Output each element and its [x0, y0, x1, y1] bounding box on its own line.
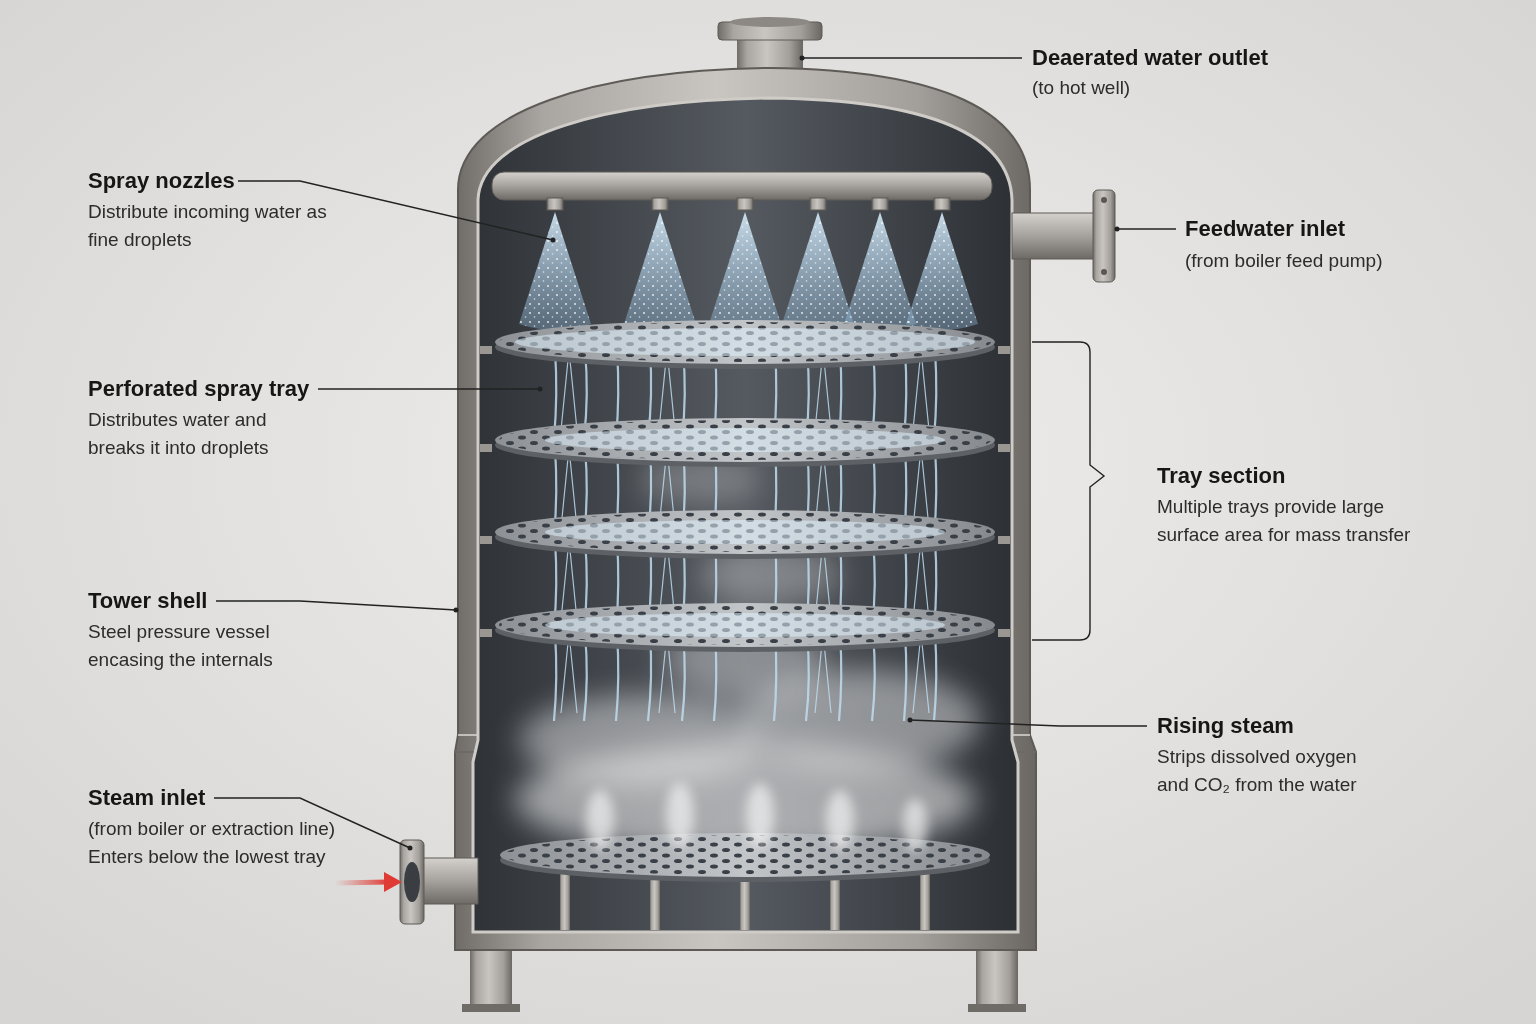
part-name: Rising steam [1157, 712, 1294, 740]
part-name: Perforated spray tray [88, 375, 309, 403]
part-note: Enters below the lowest tray [88, 843, 326, 871]
part-name: Tray section [1157, 462, 1285, 490]
part-note: (from boiler or extraction line) [88, 815, 335, 843]
part-name: Spray nozzles [88, 167, 235, 195]
part-description: Multiple trays provide large surface are… [1157, 493, 1442, 549]
part-name: Steam inlet [88, 784, 205, 812]
part-name: Feedwater inlet [1185, 215, 1345, 243]
part-name: Deaerated water outlet [1032, 44, 1268, 72]
part-description: Strips dissolved oxygen and CO₂ from the… [1157, 743, 1389, 799]
part-note: (to hot well) [1032, 74, 1130, 102]
part-note: (from boiler feed pump) [1185, 247, 1382, 275]
part-description: Distribute incoming water as fine drople… [88, 198, 343, 254]
part-description: Steel pressure vessel encasing the inter… [88, 618, 324, 674]
part-description: Distributes water and breaks it into dro… [88, 406, 316, 462]
part-name: Tower shell [88, 587, 207, 615]
